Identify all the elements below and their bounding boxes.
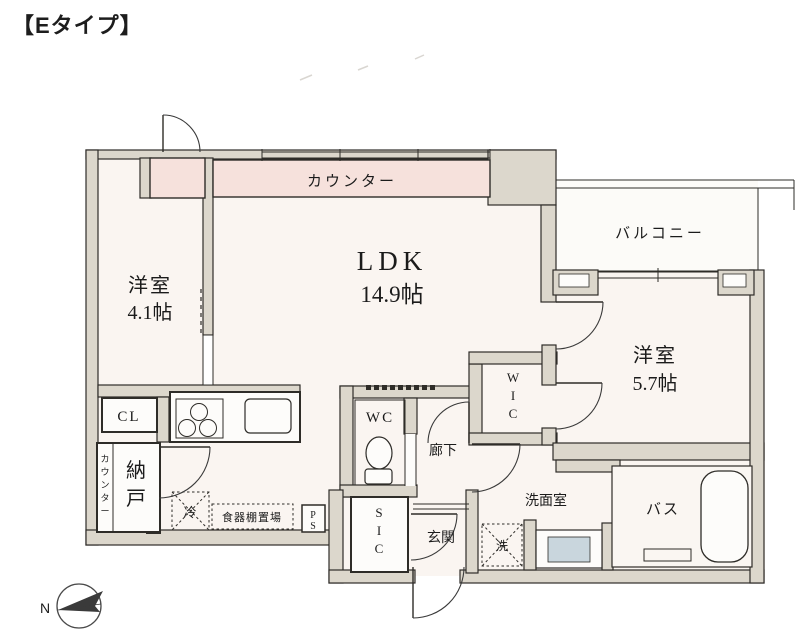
label-bedroom-left-name: 洋室 xyxy=(128,274,172,297)
label-balcony: バルコニー xyxy=(615,226,705,242)
label-fridge: 冷 xyxy=(183,505,196,520)
labels: カウンター バルコニー LDK 14.9帖 洋室 4.1帖 洋室 5.7帖 WC… xyxy=(100,173,705,556)
page-title: 【Eタイプ】 xyxy=(12,13,143,38)
label-wic-char2: I xyxy=(511,388,515,403)
label-storage-counter-char2: ウ xyxy=(100,467,109,477)
label-wic-char3: C xyxy=(509,406,518,421)
door-wic xyxy=(555,382,603,430)
label-storage-counter-char3: ン xyxy=(100,480,109,490)
label-washroom: 洗面室 xyxy=(525,492,567,509)
label-bath: バス xyxy=(646,502,680,518)
cupboard-space xyxy=(211,503,294,530)
wc-sliding-door xyxy=(404,434,417,486)
toilet-icon xyxy=(365,436,393,470)
compass-icon: N xyxy=(40,583,103,629)
label-bedroom-left-size: 4.1帖 xyxy=(128,301,173,324)
fixtures xyxy=(96,391,753,573)
stove-icon xyxy=(175,398,224,439)
scan-artifacts xyxy=(299,54,425,81)
door-kitchen xyxy=(158,446,211,499)
fridge-space xyxy=(171,491,210,531)
label-storage-counter-char4: タ xyxy=(100,493,109,503)
toilet-tank-icon xyxy=(364,468,393,485)
doors xyxy=(158,114,604,619)
door-washroom xyxy=(471,443,521,493)
door-top-left xyxy=(162,114,201,153)
vanity-sink-icon xyxy=(547,536,591,563)
bath-step xyxy=(643,548,692,562)
closet-box xyxy=(101,397,158,433)
label-sic-char2: I xyxy=(377,523,381,538)
door-corridor xyxy=(427,401,470,444)
bathtub-icon xyxy=(700,470,749,563)
label-storage-char2: 戸 xyxy=(126,488,146,510)
laundry-space xyxy=(481,523,523,567)
door-sic xyxy=(410,513,458,561)
label-sic-char3: C xyxy=(375,541,384,556)
pipe-space-box xyxy=(301,504,326,533)
label-storage-char1: 納 xyxy=(126,459,146,482)
label-sic-char1: S xyxy=(375,505,382,520)
balcony-floor xyxy=(556,180,758,272)
label-ps-char1: P xyxy=(310,510,316,521)
label-storage-counter-char1: カ xyxy=(100,454,109,464)
label-closet: CL xyxy=(117,409,140,425)
label-ldk-size: 14.9帖 xyxy=(360,282,423,307)
door-bedroom-right xyxy=(555,301,604,350)
label-ps-char2: S xyxy=(310,521,316,532)
label-laundry: 洗 xyxy=(496,539,508,553)
counter-strip xyxy=(212,159,491,198)
sink-icon xyxy=(244,398,292,434)
label-storage-counter-char5: ー xyxy=(100,506,109,516)
label-corridor: 廊下 xyxy=(429,442,457,459)
door-entrance xyxy=(412,566,465,619)
shoe-closet-box xyxy=(350,496,409,573)
storage-box xyxy=(96,442,161,533)
label-cupboard: 食器棚置場 xyxy=(222,510,282,524)
hatch-vent-marks xyxy=(366,385,435,390)
label-ldk-name: LDK xyxy=(357,246,428,276)
label-entrance: 玄関 xyxy=(427,529,455,546)
label-wc: WC xyxy=(366,410,394,426)
counter-block-small xyxy=(149,157,206,199)
label-bedroom-right-name: 洋室 xyxy=(633,344,677,367)
label-wic-char1: W xyxy=(507,370,520,385)
label-counter: カウンター xyxy=(307,173,397,190)
compass-north-label: N xyxy=(40,600,50,616)
sliding-partition xyxy=(200,289,214,386)
label-bedroom-right-size: 5.7帖 xyxy=(633,372,678,395)
windows xyxy=(261,149,718,282)
